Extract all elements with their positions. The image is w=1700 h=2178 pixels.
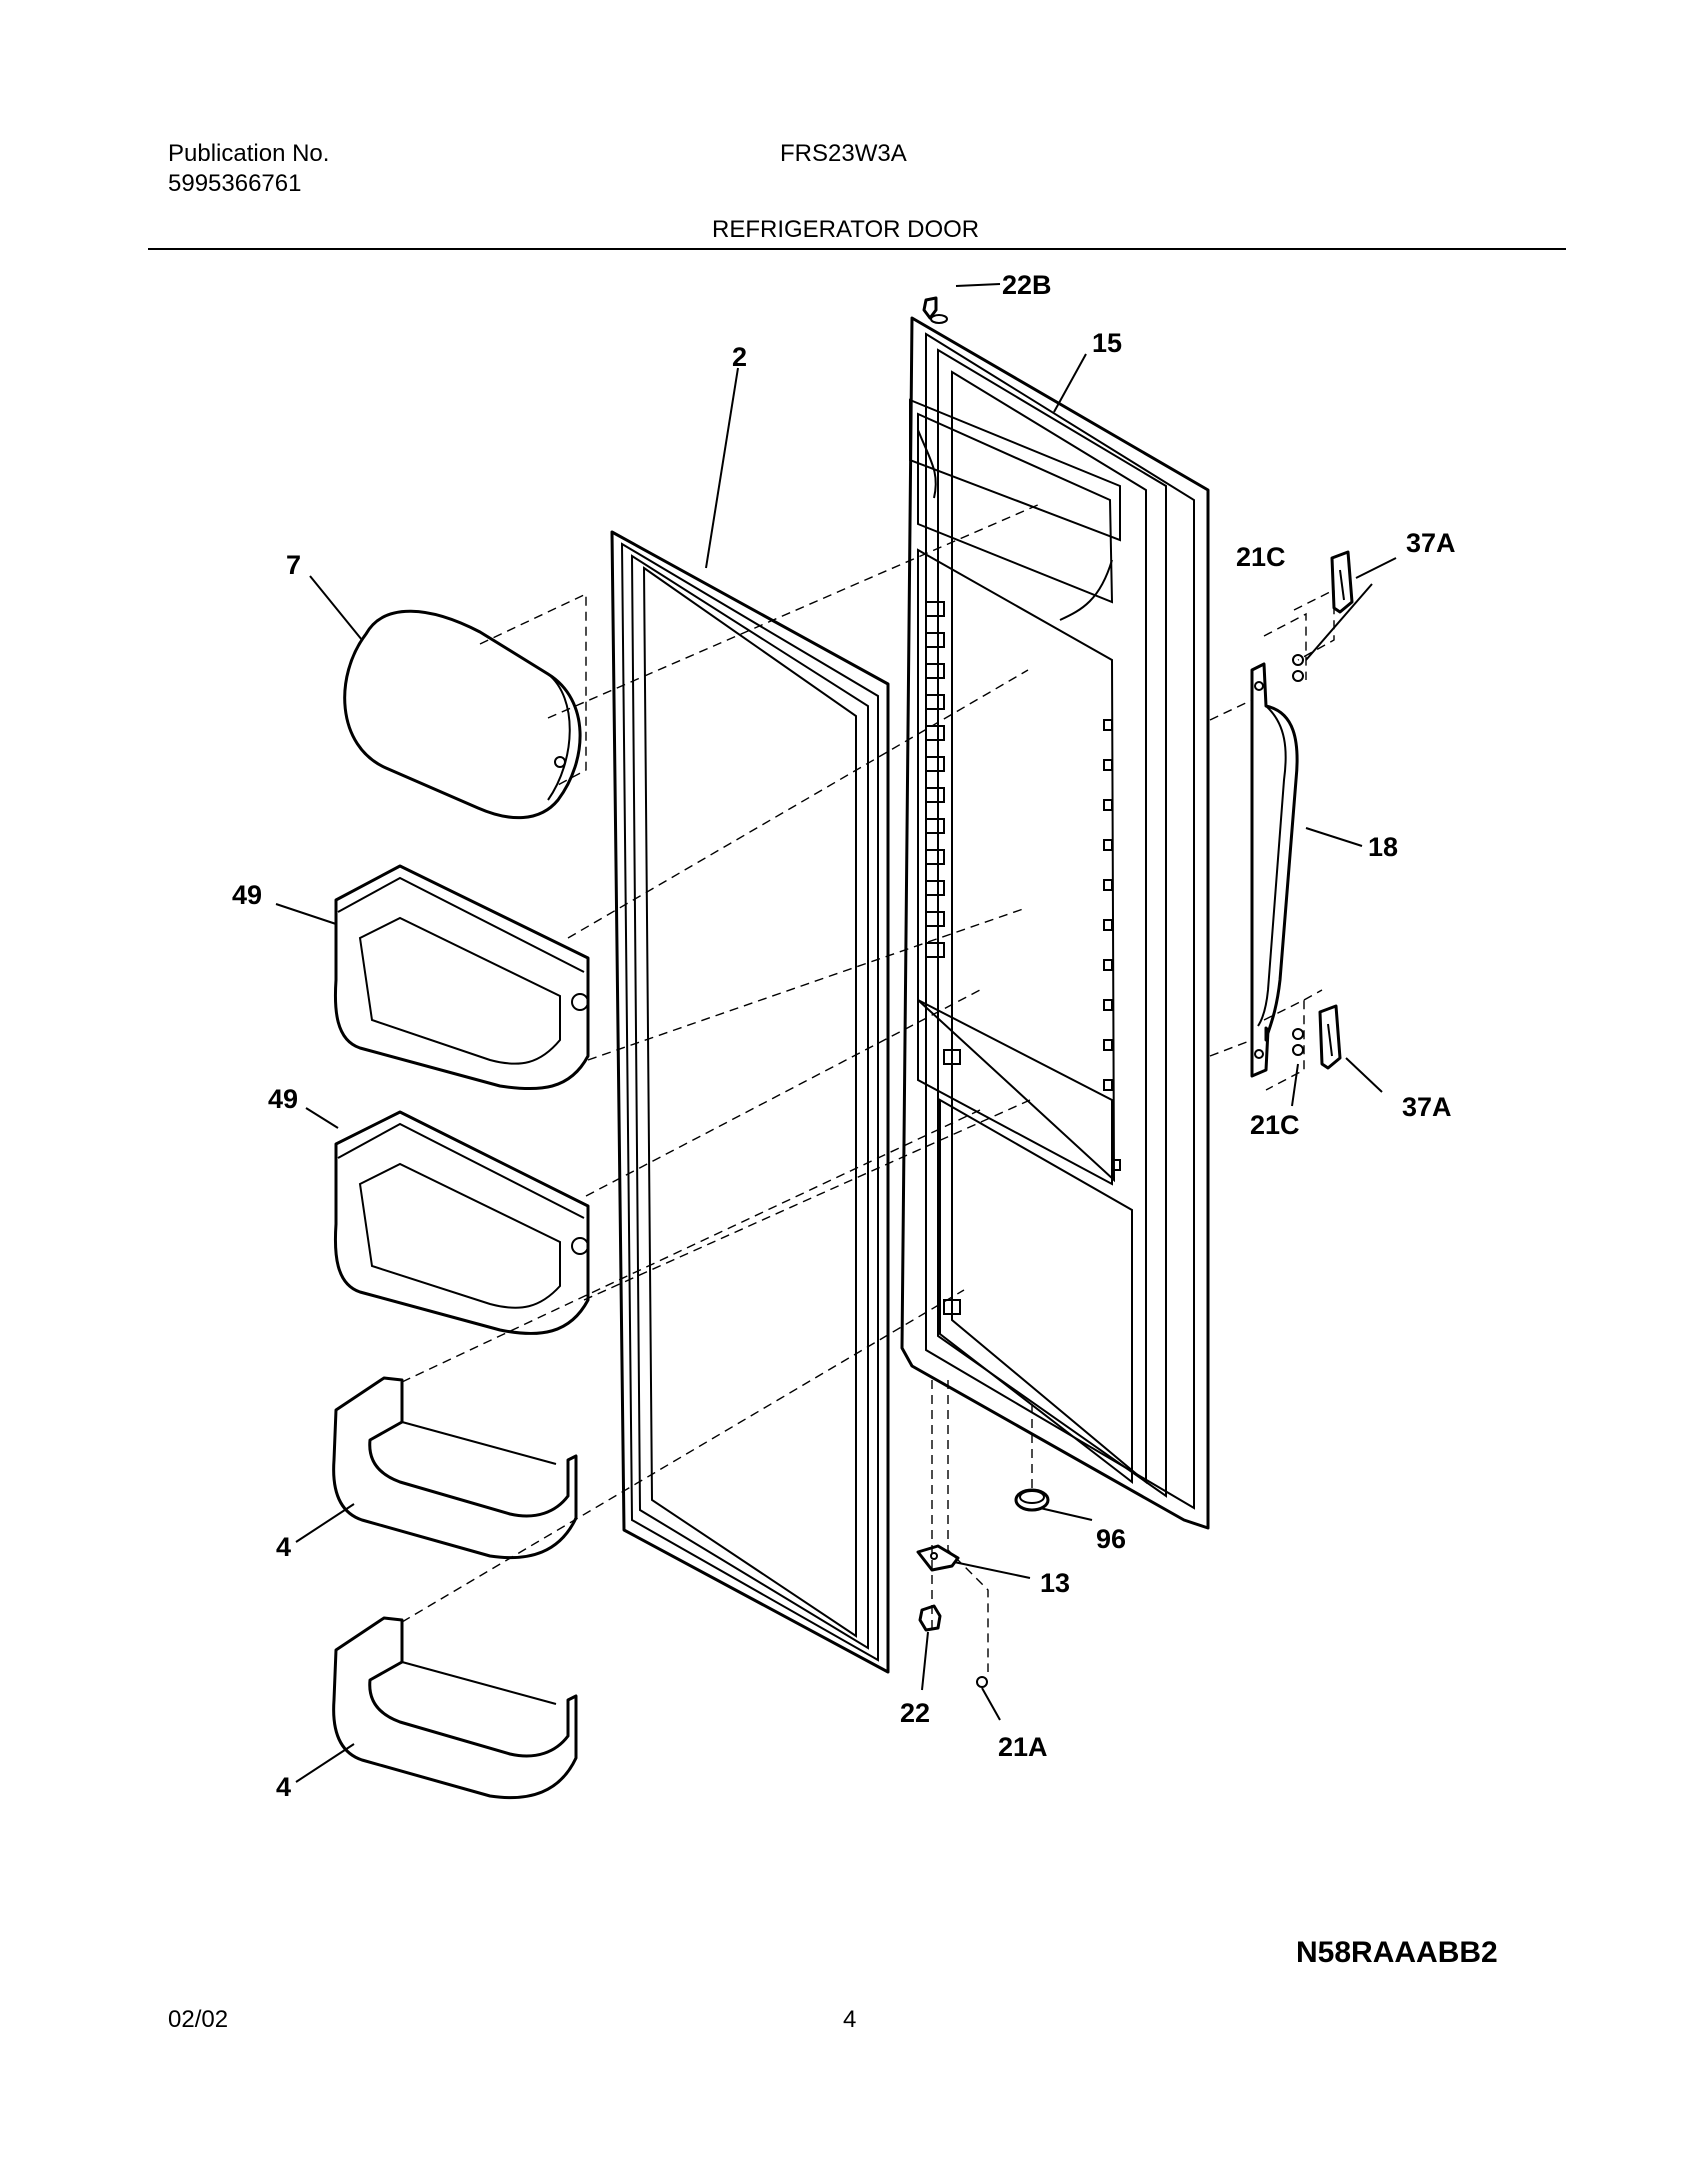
screw-bottom-part <box>976 1676 988 1688</box>
footer-date: 02/02 <box>168 2006 229 2033</box>
callout-shelf-lower-2: 4 <box>276 1772 291 1802</box>
callout-cap-top: 22B <box>1002 270 1052 300</box>
dairy-door-part <box>343 609 582 820</box>
section-title: REFRIGERATOR DOOR <box>712 216 980 243</box>
callout-screw-lower: 21C <box>1250 1110 1300 1140</box>
callout-handle: 18 <box>1368 832 1398 862</box>
callout-plug-bottom: 96 <box>1096 1524 1126 1554</box>
callout-bushing: 22 <box>900 1698 930 1728</box>
publication-label: Publication No. <box>168 140 330 167</box>
screw-upper-part <box>1292 654 1304 682</box>
callout-screw-bottom: 21A <box>998 1732 1048 1762</box>
callout-gasket: 2 <box>732 342 747 372</box>
callout-door-liner: 15 <box>1092 328 1122 358</box>
door-handle-part <box>1250 662 1299 1078</box>
callout-bin-upper: 49 <box>232 880 262 910</box>
end-cap-lower-part <box>1318 1004 1342 1070</box>
header-rule <box>148 248 1566 250</box>
door-bin-upper-part <box>333 864 590 1091</box>
door-shelf-lower-1-part <box>332 1376 578 1560</box>
assembly-dashed-lines <box>401 503 1335 1672</box>
callout-endcap-upper: 37A <box>1406 528 1456 558</box>
bushing-part <box>918 1604 942 1632</box>
screw-lower-part <box>1292 1028 1304 1056</box>
footer-page-number: 4 <box>843 2006 857 2033</box>
callout-endcap-lower: 37A <box>1402 1092 1452 1122</box>
callout-dairy-door: 7 <box>286 550 301 580</box>
door-shelf-lower-2-part <box>332 1616 578 1800</box>
cap-top-part <box>922 296 938 320</box>
drawing-code: N58RAAABB2 <box>1296 1936 1498 1969</box>
callout-shelf-lower-1: 4 <box>276 1532 291 1562</box>
hinge-part <box>916 1544 960 1572</box>
end-cap-upper-part <box>1330 550 1354 614</box>
door-bin-middle-part <box>333 1110 590 1336</box>
door-liner-part <box>900 314 1210 1530</box>
callout-bin-middle: 49 <box>268 1084 298 1114</box>
callout-leader-lines <box>275 283 1397 1783</box>
callout-screw-upper: 21C <box>1236 542 1286 572</box>
plug-bottom-part <box>1014 1488 1050 1512</box>
publication-number: 5995366761 <box>168 170 302 197</box>
callout-hinge: 13 <box>1040 1568 1070 1598</box>
door-gasket-part <box>610 530 890 1674</box>
model-number: FRS23W3A <box>780 140 907 167</box>
